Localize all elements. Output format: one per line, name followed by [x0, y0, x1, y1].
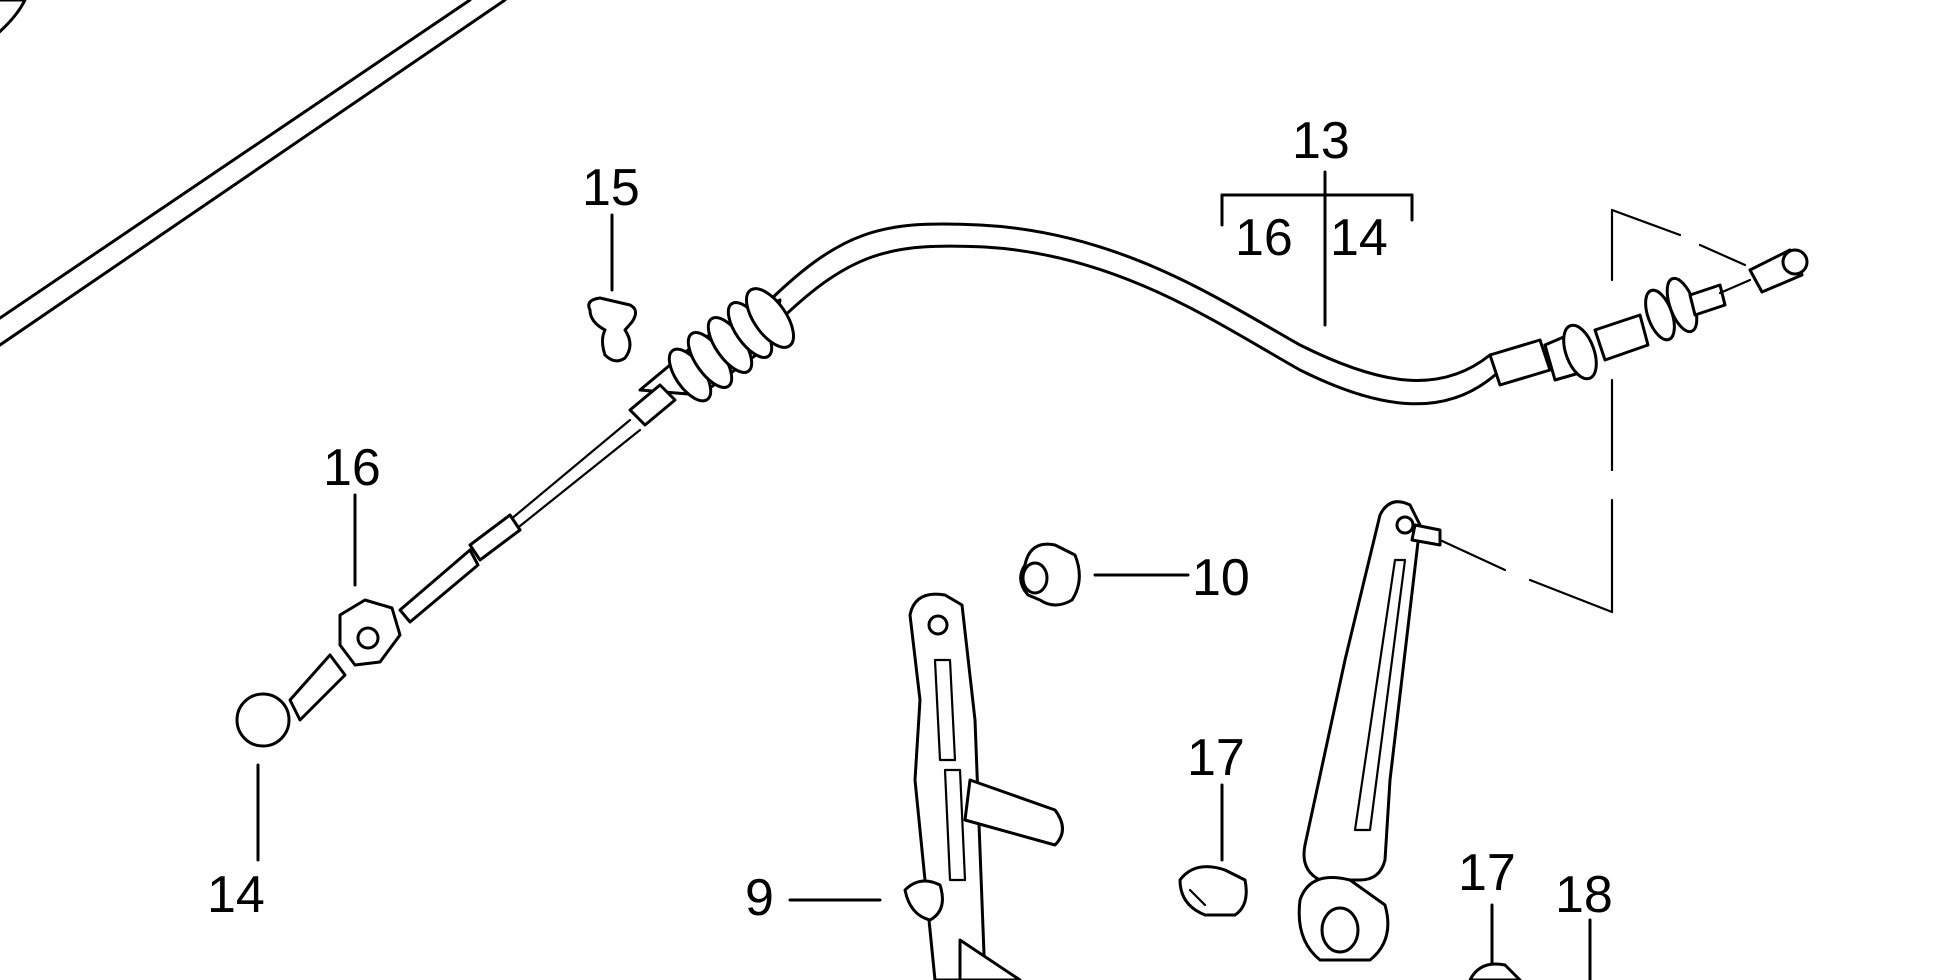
- callout-13: 13: [1292, 112, 1350, 170]
- callout-10: 10: [1192, 549, 1250, 607]
- guide-lines: [1438, 208, 1747, 614]
- callout-labels: 13 16 14 15 16 14 10 17 9 17 18: [207, 112, 1613, 927]
- lever-arm: [1297, 500, 1442, 962]
- lower-right-parts: [1468, 903, 1592, 980]
- hex-nut: [338, 493, 402, 667]
- callout-17-right: 17: [1458, 844, 1516, 902]
- cotter-pin: [1178, 783, 1248, 917]
- retaining-clip: [587, 213, 637, 363]
- callout-13-bracket: [1220, 170, 1414, 327]
- boot-ribs: [667, 287, 795, 403]
- callout-17-left: 17: [1187, 729, 1245, 787]
- callout-13-sub-16: 16: [1235, 209, 1293, 267]
- cable-assembly: [398, 222, 1809, 624]
- ball-joint: [235, 653, 347, 862]
- callout-16: 16: [323, 439, 381, 497]
- pedal-bracket: [788, 592, 1064, 980]
- callout-18: 18: [1555, 866, 1613, 924]
- callout-9: 9: [745, 869, 774, 927]
- upper-rod: [0, 0, 507, 347]
- callout-13-sub-14: 14: [1330, 209, 1388, 267]
- callout-15: 15: [582, 159, 640, 217]
- rubber-bushing: [1019, 542, 1190, 607]
- callout-14: 14: [207, 866, 265, 924]
